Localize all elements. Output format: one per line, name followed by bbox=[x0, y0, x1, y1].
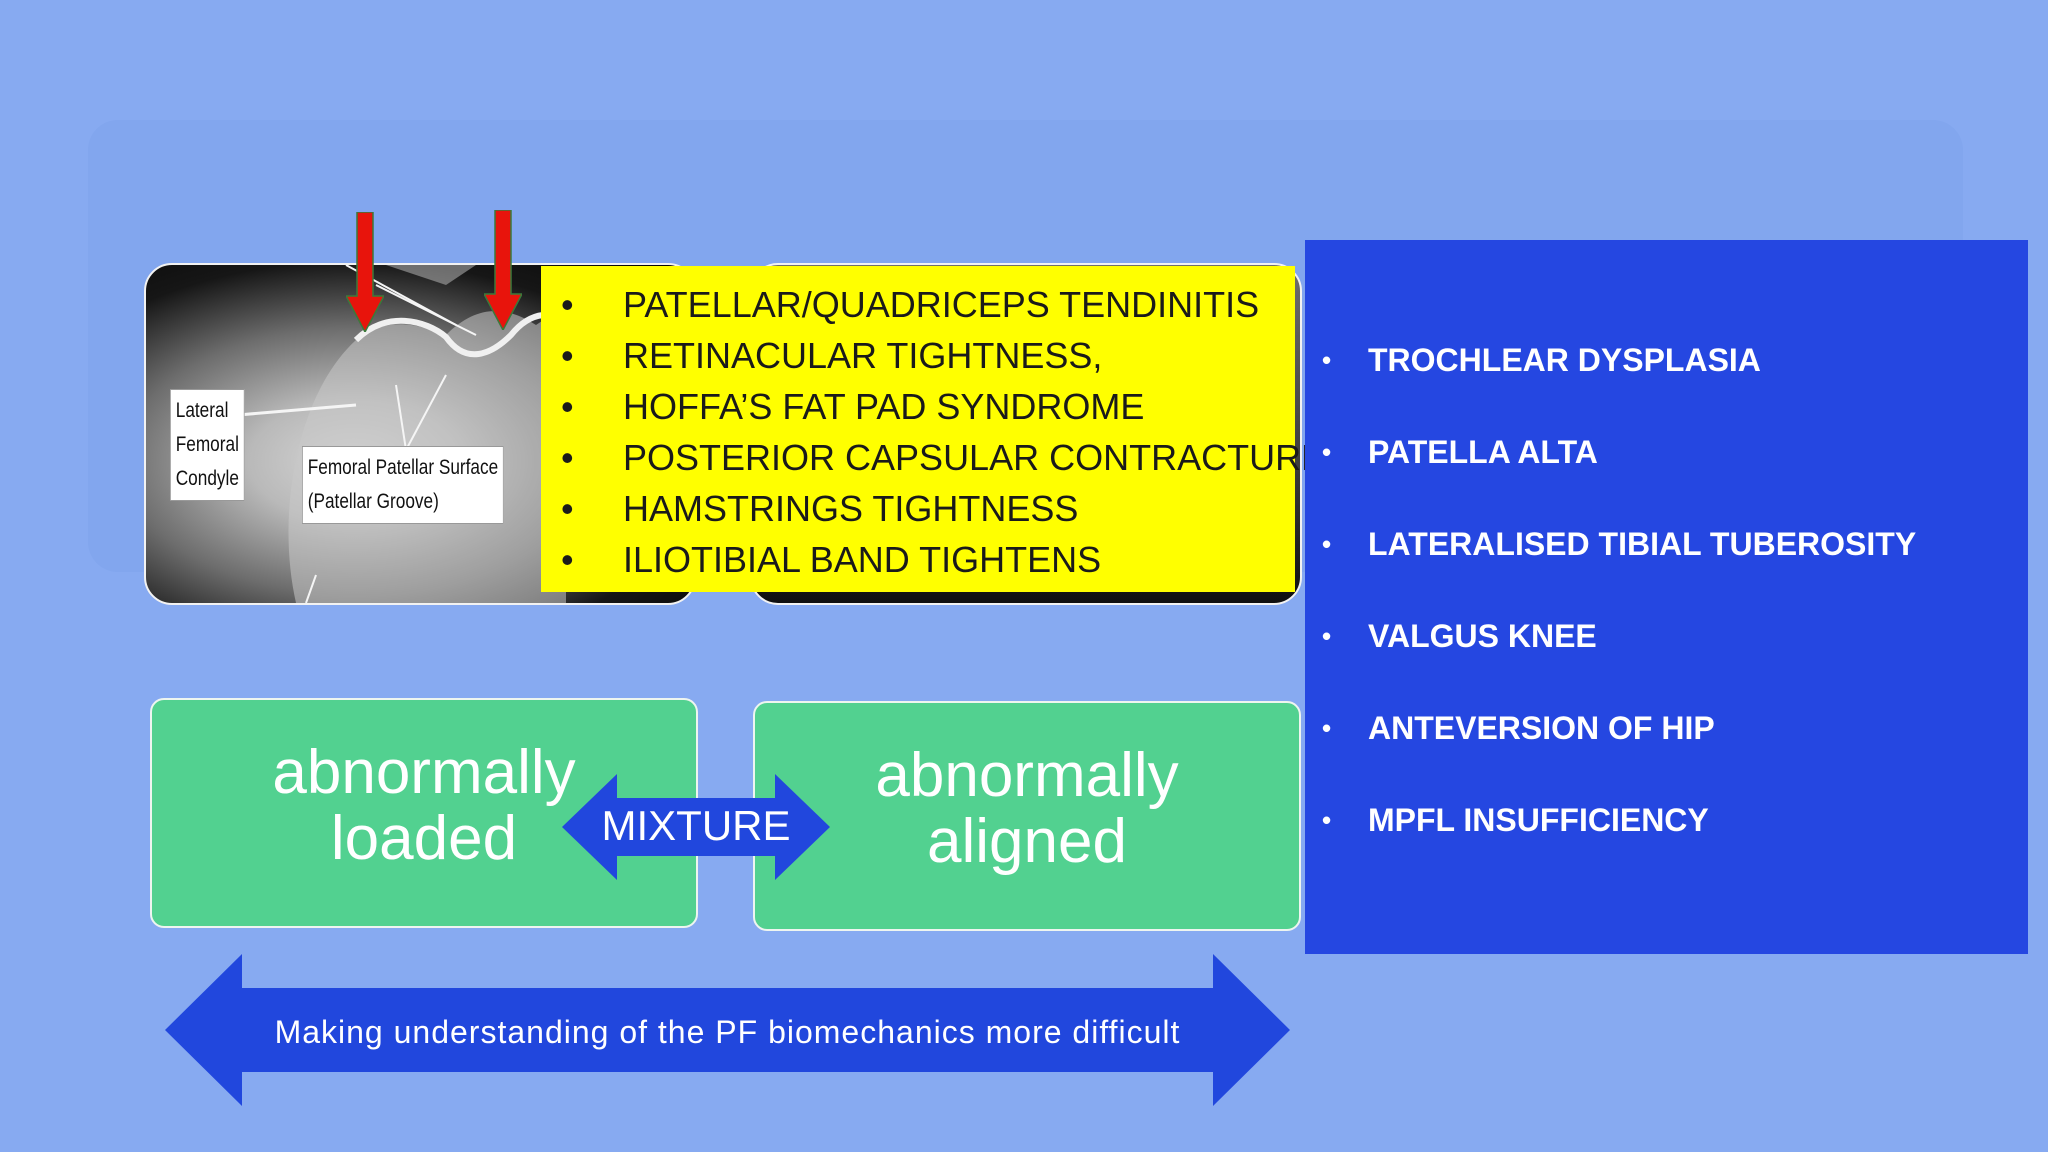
bottom-double-arrow-icon bbox=[165, 954, 1290, 1106]
mixture-double-arrow-icon bbox=[562, 774, 830, 880]
mixture-label: MIXTURE bbox=[601, 802, 791, 849]
list-item: RETINACULAR TIGHTNESS, bbox=[561, 330, 1295, 381]
label-femoral-patellar-surface: Femoral Patellar Surface (Patellar Groov… bbox=[302, 446, 504, 524]
list-item: HOFFA’S FAT PAD SYNDROME bbox=[561, 381, 1295, 432]
list-item: LATERALISED TIBIAL TUBEROSITY bbox=[1322, 526, 1916, 563]
label-line: (Patellar Groove) bbox=[307, 490, 439, 513]
list-item: PATELLA ALTA bbox=[1322, 434, 1598, 471]
label-lateral-femoral-condyle: Lateral Femoral Condyle bbox=[170, 389, 245, 501]
list-item: TROCHLEAR DYSPLASIA bbox=[1322, 342, 1761, 379]
yellow-causes-list: PATELLAR/QUADRICEPS TENDINITIS RETINACUL… bbox=[541, 266, 1325, 592]
list-item: ILIOTIBIAL BAND TIGHTENS bbox=[561, 534, 1295, 585]
bottom-caption: Making understanding of the PF biomechan… bbox=[274, 1014, 1181, 1050]
list-item: VALGUS KNEE bbox=[1322, 618, 1597, 655]
box-line: abnormally bbox=[272, 738, 576, 807]
box-line: abnormally bbox=[875, 741, 1179, 810]
list-item: POSTERIOR CAPSULAR CONTRACTURE bbox=[561, 432, 1325, 483]
list-item: HAMSTRINGS TIGHTNESS bbox=[561, 483, 1295, 534]
list-item: ANTEVERSION OF HIP bbox=[1322, 710, 1715, 747]
box-line: aligned bbox=[927, 807, 1127, 876]
blue-alignment-list: TROCHLEAR DYSPLASIA PATELLA ALTA LATERAL… bbox=[1305, 240, 2028, 954]
abnormally-aligned-box: abnormally aligned bbox=[753, 701, 1301, 931]
label-line: Condyle bbox=[175, 467, 239, 490]
label-line: Femoral Patellar Surface bbox=[307, 456, 499, 479]
label-line: Lateral bbox=[175, 399, 229, 422]
list-item: MPFL INSUFFICIENCY bbox=[1322, 802, 1709, 839]
box-line: loaded bbox=[330, 804, 518, 873]
label-line: Femoral bbox=[175, 433, 239, 456]
list-item: PATELLAR/QUADRICEPS TENDINITIS bbox=[561, 279, 1295, 330]
red-arrow-down-icon bbox=[346, 212, 384, 332]
red-arrow-down-icon bbox=[484, 210, 522, 330]
